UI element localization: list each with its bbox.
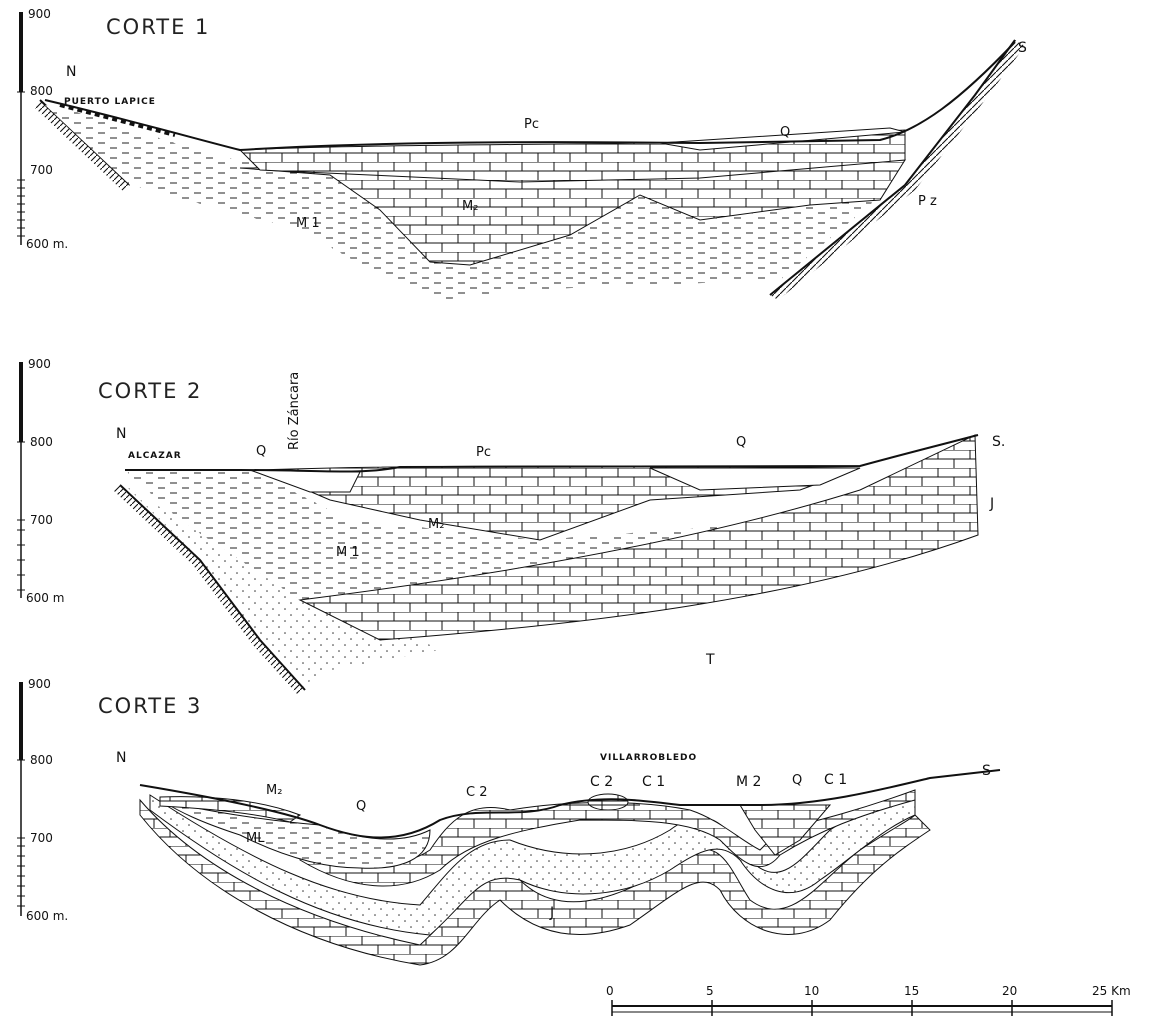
scale-tick-900: 900 bbox=[28, 677, 51, 691]
pc-label: Pc bbox=[524, 117, 539, 132]
km-tick-20: 20 bbox=[1002, 984, 1017, 998]
section-title: CORTE 2 bbox=[98, 379, 202, 403]
pc-label: Pc bbox=[476, 445, 491, 460]
scale-tick-800: 800 bbox=[30, 84, 53, 98]
section-title: CORTE 1 bbox=[106, 15, 210, 39]
km-scale-bar: 0 5 10 15 20 25 Km bbox=[606, 984, 1131, 1016]
m2-label: M₂ bbox=[428, 517, 444, 532]
j-label: J bbox=[989, 496, 994, 512]
q-label: Q bbox=[780, 125, 790, 140]
scale-tick-700: 700 bbox=[30, 513, 53, 527]
km-tick-5: 5 bbox=[706, 984, 714, 998]
q-left-label: Q bbox=[256, 444, 266, 459]
north-label: N bbox=[116, 750, 126, 766]
m2-right-label: M 2 bbox=[736, 774, 761, 790]
north-label: N bbox=[66, 64, 76, 80]
scale-tick-800: 800 bbox=[30, 753, 53, 767]
section-1: 900 800 700 600 m. CORTE 1 N S PUERTO LA… bbox=[17, 7, 1027, 300]
t-label: T bbox=[705, 652, 715, 668]
pz-label: P z bbox=[918, 194, 937, 209]
m2-left-label: M₂ bbox=[266, 783, 282, 798]
scale-tick-900: 900 bbox=[28, 357, 51, 371]
scale-tick-900: 900 bbox=[28, 7, 51, 21]
q-left-label: Q bbox=[356, 799, 366, 814]
scale-tick-800: 800 bbox=[30, 435, 53, 449]
scale-tick-600: 600 m. bbox=[26, 909, 68, 923]
north-label: N bbox=[116, 426, 126, 442]
vertical-scale-3: 900 800 700 600 m. bbox=[17, 677, 68, 923]
km-tick-10: 10 bbox=[804, 984, 819, 998]
place-label: PUERTO LAPICE bbox=[64, 97, 156, 107]
scale-tick-700: 700 bbox=[30, 163, 53, 177]
m1-label: M 1 bbox=[336, 545, 360, 560]
south-label: S. bbox=[992, 434, 1005, 450]
place-label: VILLARROBLEDO bbox=[600, 753, 697, 763]
vertical-scale-2: 900 800 700 600 m bbox=[17, 357, 64, 605]
q-right-label: Q bbox=[792, 773, 802, 788]
km-tick-0: 0 bbox=[606, 984, 614, 998]
scale-tick-600: 600 m bbox=[26, 591, 64, 605]
km-tick-15: 15 bbox=[904, 984, 919, 998]
j-label: J bbox=[549, 905, 554, 921]
c2-left-label: C 2 bbox=[466, 785, 487, 800]
section-3: 900 800 700 600 m. CORTE 3 N S VILLARROB… bbox=[17, 677, 1000, 965]
scale-tick-700: 700 bbox=[30, 831, 53, 845]
km-tick-25: 25 Km bbox=[1092, 984, 1131, 998]
c1-mid-label: C 1 bbox=[642, 774, 665, 790]
section-2: 900 800 700 600 m CORTE 2 N S. Río Zánca… bbox=[17, 357, 1005, 695]
section-title: CORTE 3 bbox=[98, 694, 202, 718]
m1-label: M 1 bbox=[296, 216, 320, 231]
scale-tick-600: 600 m. bbox=[26, 237, 68, 251]
place-label: ALCAZAR bbox=[128, 451, 182, 461]
c2-mid-label: C 2 bbox=[590, 774, 613, 790]
m2-label: M₂ bbox=[462, 199, 478, 214]
ml-label: ML bbox=[246, 831, 265, 846]
river-label: Río Záncara bbox=[287, 372, 302, 450]
q-right-label: Q bbox=[736, 435, 746, 450]
c1-right-label: C 1 bbox=[824, 772, 847, 788]
